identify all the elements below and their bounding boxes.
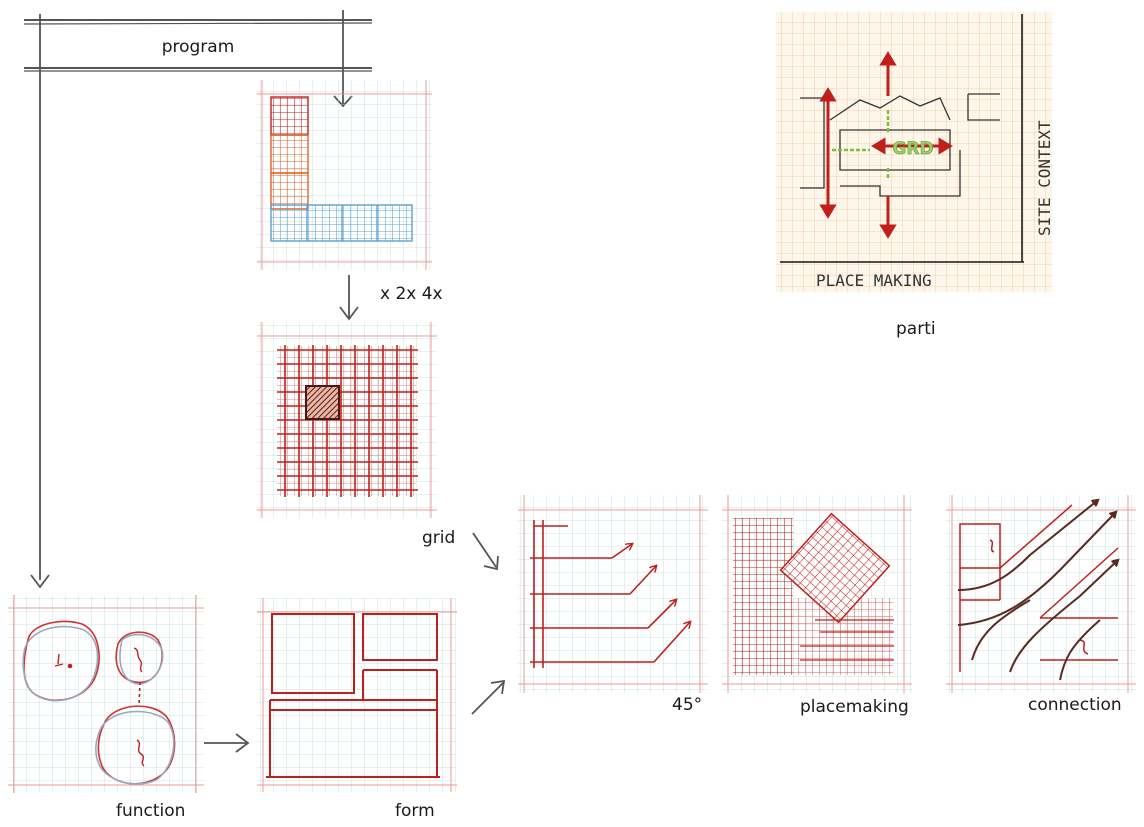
connection-label: connection [1028, 695, 1122, 715]
parti-label: parti [896, 319, 936, 339]
grid-to-angle-arrow [472, 532, 499, 571]
form-sheet [257, 598, 457, 792]
place-making-label: PLACE MAKING [816, 271, 932, 290]
form-label: form [395, 801, 435, 821]
site-context-label: SITE CONTEXT [1035, 120, 1054, 236]
multiplier-arrow: x 2x 4x [339, 275, 443, 321]
parti-sheet: GRD SITE CONTEXT PLACE MAKING [776, 12, 1054, 292]
multiplier-label: x 2x 4x [380, 284, 443, 304]
placemaking-label: placemaking [800, 697, 909, 717]
program-sheet [257, 80, 432, 270]
connection-sheet [946, 495, 1136, 693]
angle-label: 45° [672, 695, 702, 715]
function-sheet [8, 595, 204, 793]
function-label: function [116, 801, 185, 821]
program-label: program [162, 37, 235, 57]
function-to-form-arrow [204, 733, 250, 753]
parti-center-label: GRD [892, 139, 933, 159]
angle-sheet [518, 495, 708, 693]
placemaking-sheet [722, 495, 912, 693]
form-to-angle-arrow [471, 679, 506, 715]
grid-sheet [257, 322, 437, 518]
program-header: program [23, 10, 373, 589]
grid-label: grid [422, 528, 455, 548]
parti-arrows [819, 51, 953, 239]
